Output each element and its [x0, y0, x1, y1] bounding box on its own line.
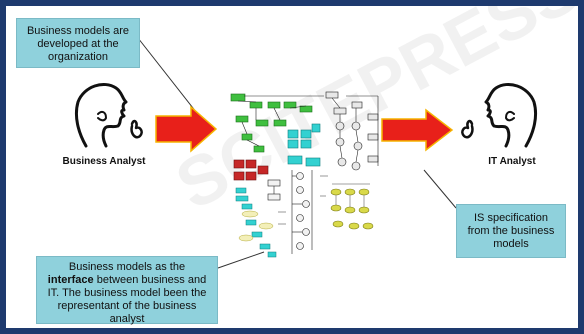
it-analyst-label: IT Analyst	[472, 156, 552, 167]
business-model-diagram-icon	[231, 92, 378, 257]
callout-text-emphasis: interface	[48, 274, 94, 286]
callout-is-specification: IS specification from the business model…	[456, 204, 566, 258]
callout-business-models-developed: Business models are developed at the org…	[16, 18, 140, 68]
callout-text: Business models are developed at the org…	[27, 25, 129, 63]
callout-connector-bottom	[218, 252, 264, 268]
callout-business-models-interface: Business models as the interface between…	[36, 256, 218, 324]
callout-text-line1: Business models as the	[69, 261, 185, 273]
arrow-to-models	[156, 107, 216, 151]
callout-connector-right	[424, 170, 456, 208]
arrow-to-it-analyst	[382, 110, 452, 150]
callout-text: IS specification from the business model…	[468, 212, 555, 250]
slide-panel: SCITEPRESS	[6, 6, 578, 328]
thinking-person-icon	[76, 84, 141, 146]
business-analyst-label: Business Analyst	[52, 156, 156, 167]
thinking-person-icon	[462, 84, 535, 146]
